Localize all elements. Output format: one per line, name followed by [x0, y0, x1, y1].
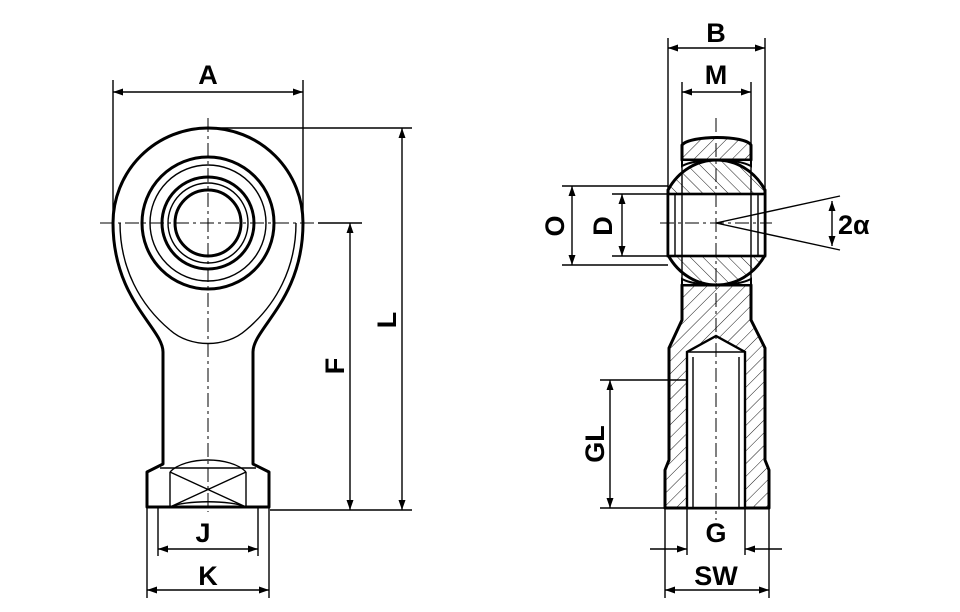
dimension-SW: SW	[664, 508, 770, 598]
dimension-G: G	[650, 508, 782, 555]
dimension-label-2-alpha: 2α	[838, 210, 870, 240]
dimension-2-alpha: 2α	[715, 195, 870, 251]
dimension-M: M	[681, 60, 752, 144]
dimension-label-O: O	[540, 215, 570, 236]
dimension-K: K	[146, 508, 270, 598]
dimension-label-SW: SW	[694, 561, 738, 591]
dimension-J: J	[157, 508, 259, 556]
dimension-label-M: M	[705, 60, 728, 90]
dimension-L: L	[208, 127, 412, 511]
dimension-label-B: B	[706, 18, 726, 48]
dimension-GL: GL	[580, 379, 687, 509]
dimension-F: F	[318, 222, 362, 510]
front-view-head-inner-contour	[169, 222, 297, 345]
dimension-label-D: D	[588, 216, 618, 236]
dimension-O: O	[540, 185, 668, 266]
section-view	[660, 118, 772, 520]
dimension-label-K: K	[198, 561, 218, 591]
dimension-A: A	[112, 60, 304, 218]
dimension-label-G: G	[705, 518, 726, 548]
dimension-B: B	[667, 18, 766, 188]
dimension-label-GL: GL	[580, 425, 610, 463]
front-view	[100, 118, 318, 512]
dimension-D: D	[588, 193, 668, 257]
front-view-head-inner-contour-left	[119, 222, 171, 331]
dimension-label-A: A	[198, 60, 218, 90]
front-view-body-outline	[111, 126, 305, 509]
dimension-label-L: L	[372, 312, 402, 329]
dimension-label-J: J	[195, 518, 210, 548]
dimension-label-F: F	[320, 358, 350, 375]
